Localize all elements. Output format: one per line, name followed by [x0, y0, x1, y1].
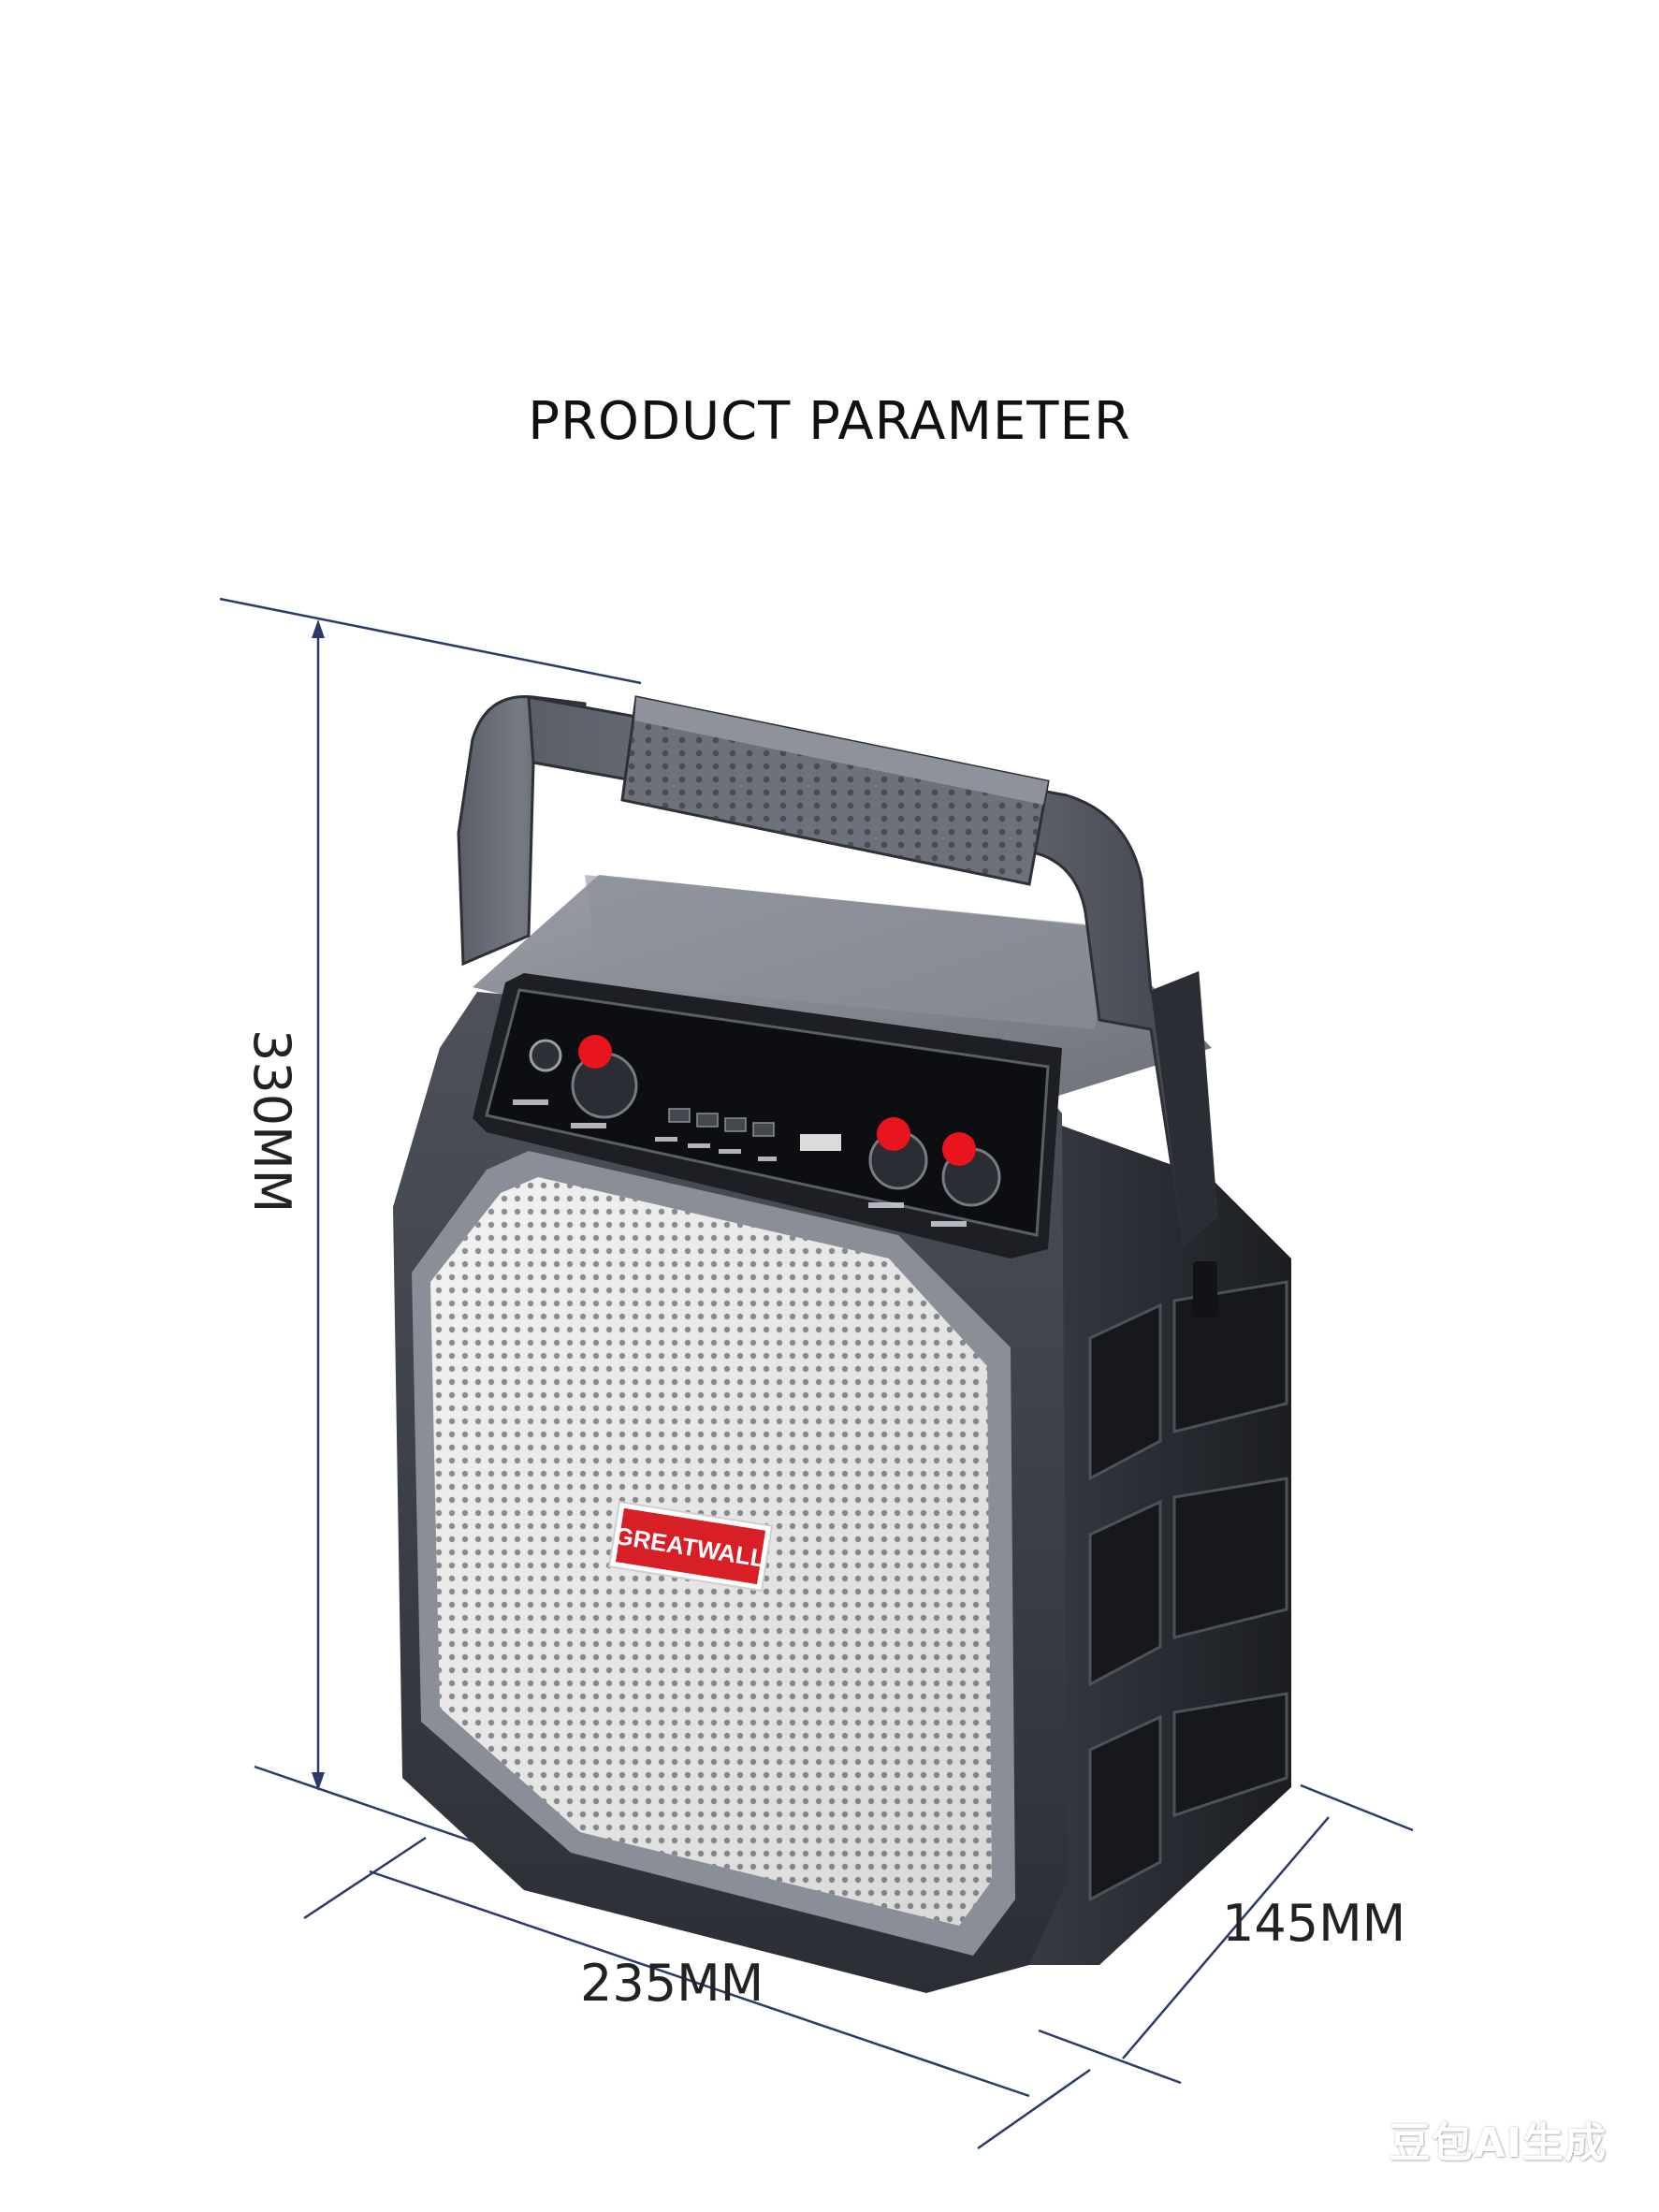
panel-button: [752, 1122, 775, 1137]
side-latch: [1193, 1261, 1217, 1317]
panel-button: [668, 1108, 691, 1123]
height-arrow-top: [312, 619, 325, 638]
speaker-body: GREATWALL: [393, 695, 1291, 1993]
page-title: PRODUCT PARAMETER: [528, 391, 1131, 452]
width-right-tick: [977, 2068, 1091, 2150]
width-dimension-line: [369, 1870, 1030, 2098]
watermark: 豆包AI生成: [1389, 2119, 1607, 2167]
brand-badge: GREATWALL: [607, 1500, 774, 1593]
panel-buttons: [668, 1108, 775, 1137]
depth-top-tick: [1300, 1783, 1414, 1832]
panel-button: [724, 1117, 747, 1132]
aux-jack-icon: [529, 1039, 562, 1072]
usb-port-icon: [800, 1134, 841, 1151]
height-arrow-bottom: [312, 1772, 325, 1791]
height-top-extension-line: [219, 597, 642, 685]
bass-knob-icon: [868, 1117, 928, 1190]
dimension-lines: [219, 597, 1414, 2150]
depth-dimension-line: [1122, 1816, 1330, 2059]
volume-knob-icon: [571, 1035, 638, 1119]
carry-handle: [457, 695, 1218, 1247]
panel-label-marks: [513, 1099, 967, 1227]
depth-bottom-tick: [1038, 2029, 1182, 2085]
width-left-tick: [303, 1836, 427, 1920]
height-dimension-label: 330MM: [242, 1029, 301, 1214]
depth-dimension-label: 145MM: [1222, 1894, 1406, 1953]
side-ribs: [1088, 1280, 1288, 1902]
panel-button: [696, 1113, 719, 1128]
treble-knob-icon: [941, 1132, 1001, 1207]
width-dimension-label: 235MM: [580, 1954, 764, 2013]
control-panel: [473, 973, 1062, 1259]
